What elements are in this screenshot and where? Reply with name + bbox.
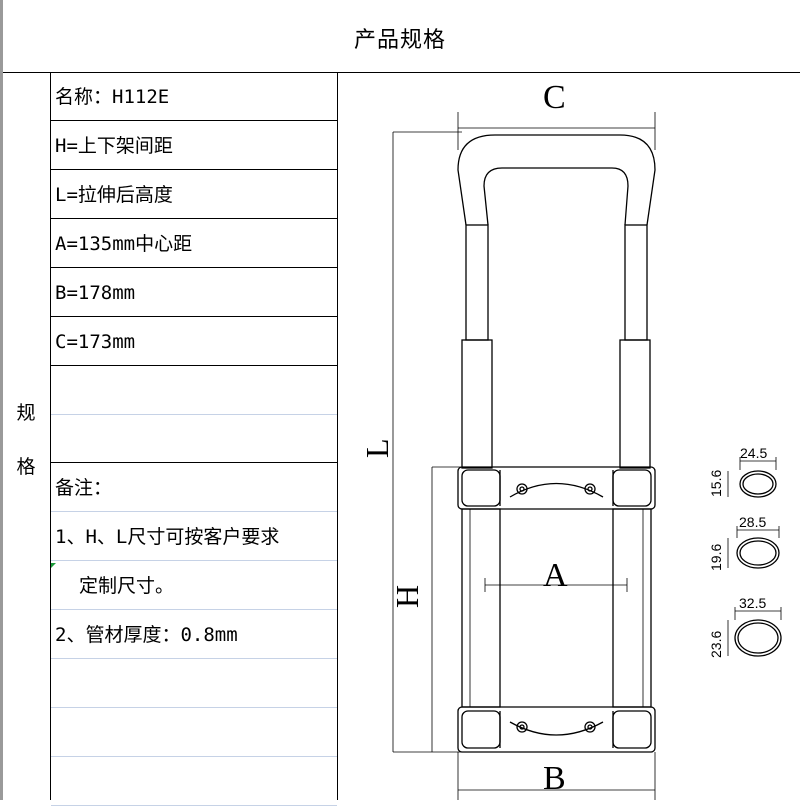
tube-1-width: 24.5 [740,445,767,461]
spec-row-c: C=173mm [51,318,337,366]
empty-row [51,709,337,757]
empty-row [51,660,337,708]
section-label-char-2: 格 [16,456,36,478]
green-corner-mark [51,563,56,568]
note-1-line-1: 1、H、L尺寸可按客户要求 [51,513,337,561]
tube-3-height: 23.6 [708,631,724,658]
tube-1-height: 15.6 [708,470,724,497]
empty-row [51,367,337,415]
left-edge-bar [0,0,3,800]
dim-label-h: H [389,585,425,608]
dim-label-b: B [543,760,566,797]
section-label-char-1: 规 [16,402,36,424]
dim-label-a: A [543,557,568,594]
spec-row-l: L=拉伸后高度 [51,171,337,219]
title-row: 产品规格 [0,0,800,73]
tube-2-width: 28.5 [739,514,766,530]
spec-row-name: 名称：H112E [51,73,337,121]
spec-row-a: A=135mm中心距 [51,220,337,268]
spec-row-b: B=178mm [51,269,337,317]
empty-row [51,415,337,463]
notes-heading: 备注： [51,464,337,512]
note-1-line-2: 定制尺寸。 [51,562,337,610]
tube-2-height: 19.6 [708,544,724,571]
tube-section-3 [727,607,782,657]
tube-3-width: 32.5 [739,595,766,611]
dim-label-c: C [543,79,566,116]
empty-row [51,758,337,806]
dim-label-l: L [359,438,395,458]
note-2: 2、管材厚度：0.8mm [51,611,337,659]
trolley-handle-drawing: C L A H B 24.5 15.6 28.5 19.6 32.5 23.6 [359,79,782,800]
column-divider-2 [337,72,338,800]
tube-section-2 [727,526,780,569]
spec-row-h: H=上下架间距 [51,122,337,170]
tube-section-1 [727,457,777,498]
page-title: 产品规格 [353,28,446,53]
column-divider-1 [50,72,51,800]
